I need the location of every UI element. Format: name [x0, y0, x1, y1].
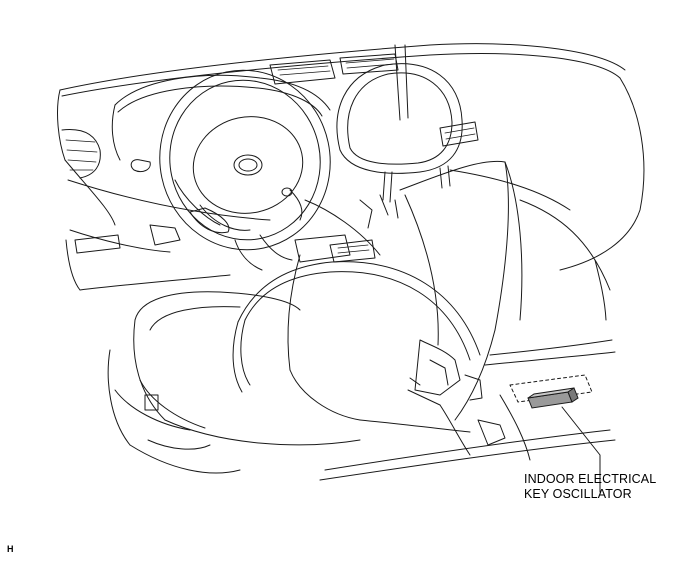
callout-label-line2: KEY OSCILLATOR	[524, 487, 632, 501]
seat-belt	[232, 261, 481, 393]
seat-rails-and-floor	[319, 339, 616, 481]
key-oscillator-component	[509, 374, 593, 409]
instrument-cluster	[111, 74, 331, 173]
headrest	[336, 44, 463, 203]
center-console	[294, 194, 399, 263]
callout-leader-line	[561, 406, 601, 493]
seat-back	[287, 160, 523, 421]
figure-code: H	[7, 544, 14, 554]
callout-label-line1: INDOOR ELECTRICAL	[524, 472, 657, 486]
dashboard	[57, 43, 645, 321]
steering-wheel	[149, 69, 331, 271]
seat-cushion	[107, 291, 361, 474]
